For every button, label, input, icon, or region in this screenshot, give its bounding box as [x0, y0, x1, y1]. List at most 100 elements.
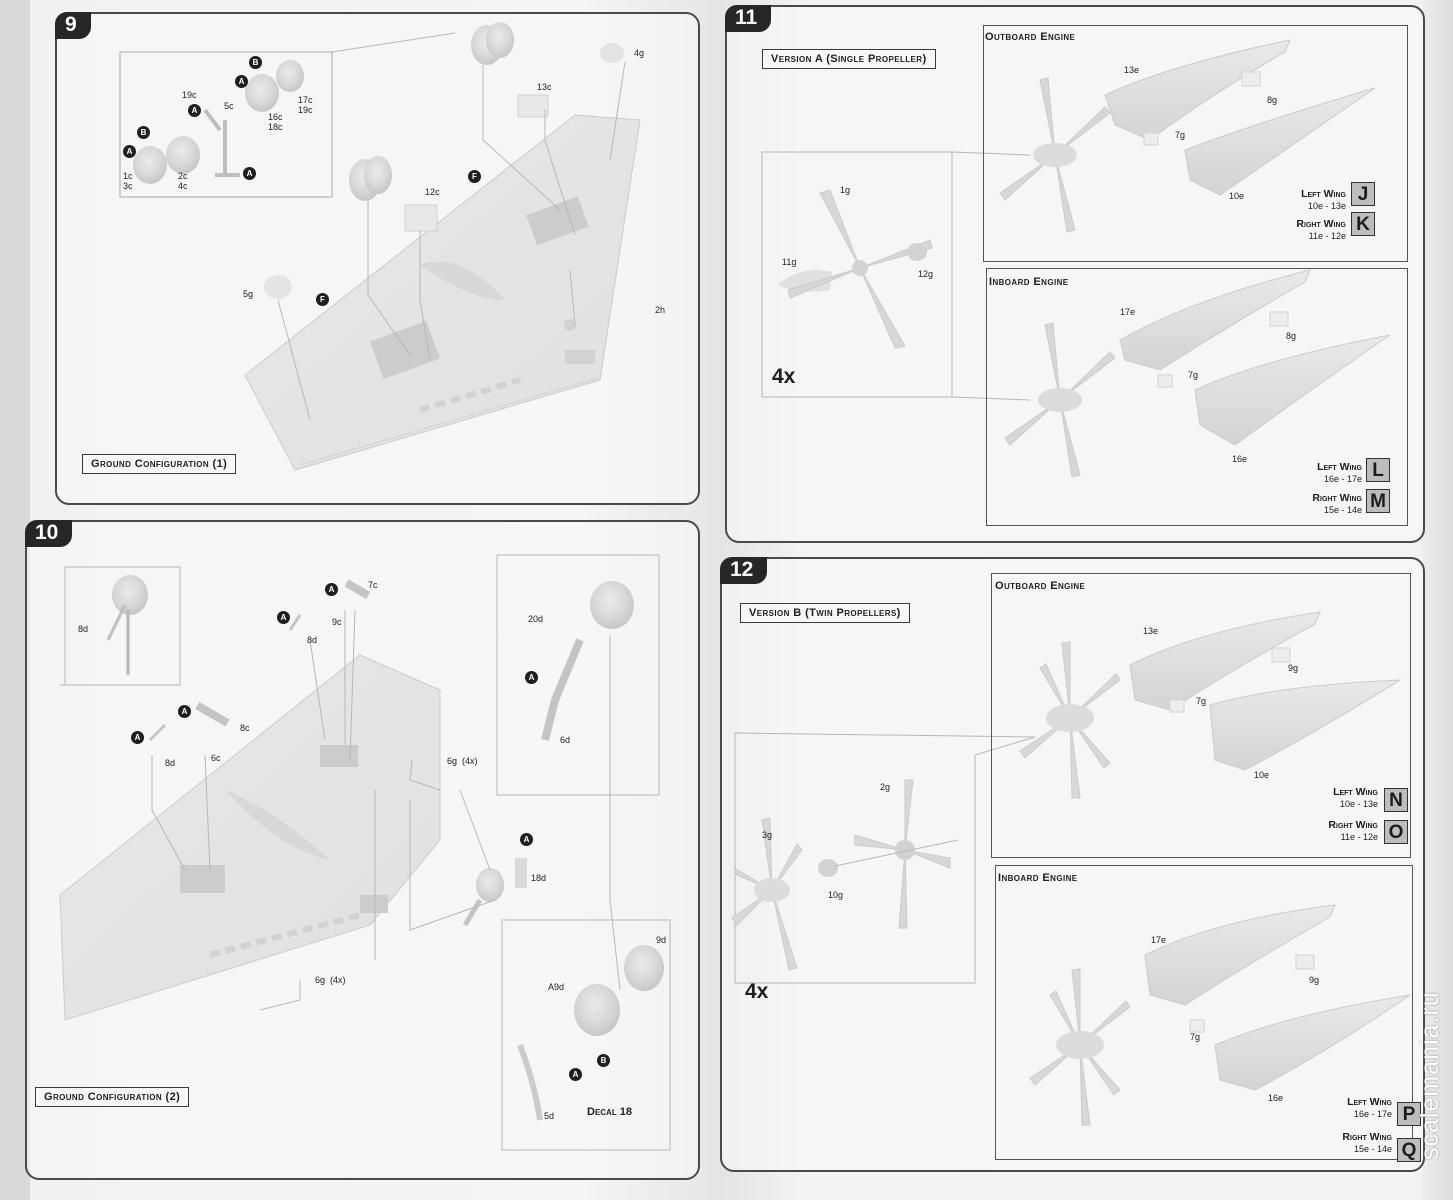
attach-marker: A — [520, 833, 533, 846]
part-label: 7g — [1196, 696, 1207, 706]
part-label: 6g — [315, 975, 326, 985]
legend-right-wing-q: Right Wing 15e - 14e — [1342, 1131, 1392, 1154]
step-11-panel: 11 Version A (Single Propeller) — [725, 5, 1425, 543]
attach-marker: A — [569, 1068, 582, 1081]
part-label: 8g — [1267, 95, 1278, 105]
part-label: 10g — [828, 890, 844, 900]
attach-marker: A — [123, 145, 136, 158]
legend-right-wing-o: Right Wing 11e - 12e — [1328, 819, 1378, 842]
legend-right-wing-m: Right Wing 15e - 14e — [1312, 492, 1362, 515]
attach-marker: A — [188, 104, 201, 117]
legend-left-wing-p: Left Wing 16e - 17e — [1347, 1096, 1392, 1119]
part-label: 17e — [1120, 307, 1136, 317]
version-b-callout: Version B (Twin Propellers) — [740, 603, 910, 623]
part-label: 2g — [880, 782, 891, 792]
decal-label: Decal 18 — [587, 1106, 633, 1118]
part-label: 11g — [782, 257, 797, 267]
attach-marker: A — [325, 583, 338, 596]
part-label: 13e — [1124, 65, 1140, 75]
part-label: 8d — [307, 635, 318, 645]
part-label: 9g — [1288, 663, 1299, 673]
step-number-badge: 9 — [55, 12, 91, 39]
part-label: 9d — [656, 935, 667, 945]
part-label: 9c — [332, 617, 342, 627]
part-label: 19c — [182, 90, 197, 100]
quantity-multiplier: 4x — [772, 365, 796, 388]
watermark: scalemania.ru — [1416, 991, 1444, 1160]
attach-marker: A — [235, 75, 248, 88]
part-label: 16c — [268, 112, 283, 122]
part-label: 8d — [78, 624, 89, 634]
ground-config-2-callout: Ground Configuration (2) — [35, 1087, 190, 1107]
ground-config-1-callout: Ground Configuration (1) — [82, 454, 237, 474]
attach-marker: F — [316, 293, 329, 306]
version-letter-q: Q — [1397, 1138, 1421, 1162]
attach-marker: A — [277, 611, 290, 624]
part-label: 19c — [298, 105, 313, 115]
part-label: 2h — [655, 305, 666, 315]
multiplier-label: (4x) — [462, 756, 478, 766]
version-letter-l: L — [1366, 458, 1390, 482]
part-label: 7c — [368, 580, 378, 590]
part-label: 8c — [240, 723, 250, 733]
attach-marker: A — [243, 167, 256, 180]
attach-marker: A — [178, 705, 191, 718]
attach-marker: B — [249, 56, 262, 69]
version-letter-m: M — [1366, 489, 1390, 513]
part-label: 1c — [123, 171, 133, 181]
inboard-engine-title: Inboard Engine — [998, 872, 1078, 884]
part-label: 18c — [268, 122, 283, 132]
part-label: 9g — [1309, 975, 1320, 985]
legend-left-wing-j: Left Wing 10e - 13e — [1301, 188, 1346, 211]
part-label: 8g — [1286, 331, 1297, 341]
part-label: 18d — [531, 873, 547, 883]
part-label: 10e — [1229, 191, 1245, 201]
part-label: 16e — [1232, 454, 1248, 464]
version-letter-j: J — [1351, 182, 1375, 206]
step-9-panel: 9 Ground Configuration (1) — [55, 12, 700, 505]
part-label: 17c — [298, 95, 313, 105]
part-label: 10e — [1254, 770, 1270, 780]
next-page-edge — [1423, 0, 1453, 1200]
part-label: 6c — [211, 753, 221, 763]
version-letter-p: P — [1397, 1102, 1421, 1126]
legend-right-wing-k: Right Wing 11e - 12e — [1296, 218, 1346, 241]
inboard-engine-box — [995, 865, 1413, 1160]
multiplier-label: (4x) — [330, 975, 346, 985]
part-label: 8d — [165, 758, 176, 768]
attach-marker: A — [525, 671, 538, 684]
step-10-panel: 10 Ground Configuration (2) — [25, 520, 700, 1180]
part-label: 7g — [1175, 130, 1186, 140]
part-label: 7g — [1190, 1032, 1201, 1042]
attach-marker: B — [597, 1054, 610, 1067]
part-label: 13c — [537, 82, 552, 92]
attach-marker: B — [137, 126, 150, 139]
part-label: 6g — [447, 756, 458, 766]
inboard-engine-box — [986, 268, 1408, 526]
part-label: 5c — [224, 101, 234, 111]
version-letter-k: K — [1351, 212, 1375, 236]
version-a-callout: Version A (Single Propeller) — [762, 49, 936, 69]
part-label: 13e — [1143, 626, 1159, 636]
step-12-panel: 12 Version B (Twin Propellers) — [720, 557, 1425, 1172]
part-label: 4c — [178, 181, 188, 191]
version-letter-n: N — [1384, 788, 1408, 812]
part-label: 5g — [243, 289, 254, 299]
legend-left-wing-l: Left Wing 16e - 17e — [1317, 461, 1362, 484]
part-label: 2c — [178, 171, 188, 181]
part-label: 5d — [544, 1111, 555, 1121]
step-number-badge: 12 — [720, 557, 768, 584]
inboard-engine-title: Inboard Engine — [989, 276, 1069, 288]
part-label: A9d — [548, 982, 565, 992]
version-letter-o: O — [1384, 820, 1408, 844]
part-label: 17e — [1151, 935, 1167, 945]
step-number-badge: 10 — [25, 520, 73, 547]
part-label: 7g — [1188, 370, 1199, 380]
part-label: 12c — [425, 187, 440, 197]
part-label: 16e — [1268, 1093, 1284, 1103]
outboard-engine-title: Outboard Engine — [995, 580, 1086, 592]
quantity-multiplier: 4x — [745, 980, 769, 1003]
part-label: 20d — [528, 614, 544, 624]
outboard-engine-box — [983, 25, 1408, 262]
part-label: 6d — [560, 735, 571, 745]
